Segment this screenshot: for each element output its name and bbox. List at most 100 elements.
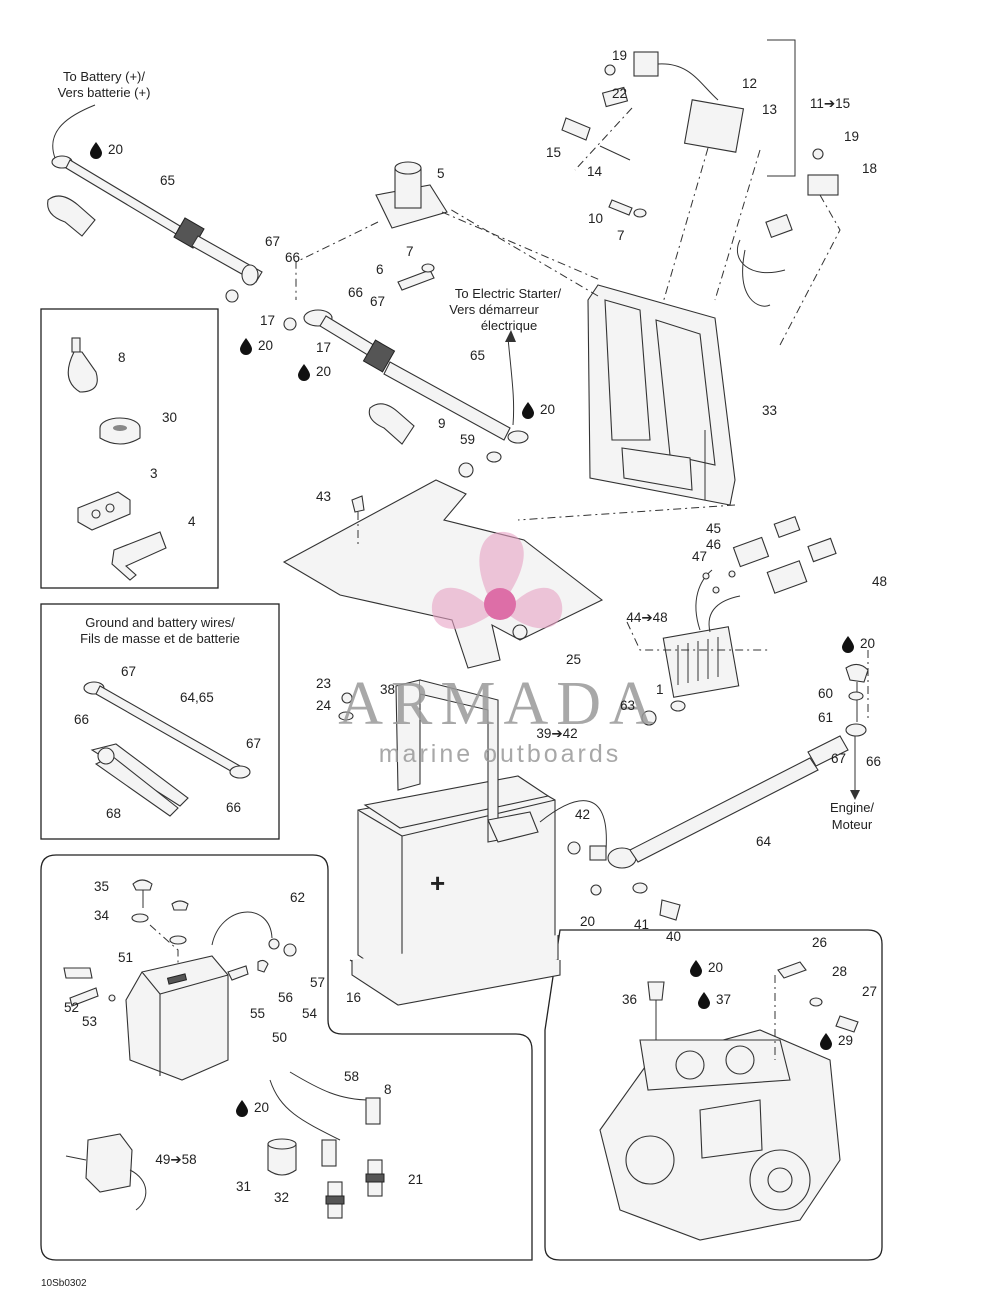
- ground-wires-box: [40, 603, 280, 840]
- callout-number: 67: [370, 294, 385, 309]
- callout-number: 56: [278, 990, 293, 1005]
- oil-drop-icon: [698, 992, 710, 1009]
- starter-arrow-icon: [505, 330, 516, 342]
- positive-cable-top: [51, 155, 263, 286]
- ground-strap: [83, 681, 251, 779]
- callout-number: 65: [470, 348, 485, 363]
- washer-1: [670, 700, 686, 712]
- callout-number: 10: [588, 211, 603, 226]
- engine-arrow-icon: [850, 790, 860, 800]
- nut-57: [283, 943, 297, 957]
- caption-engine-2: Moteur: [832, 817, 873, 832]
- range-39-42: 39➔42: [536, 726, 577, 741]
- nut-23: [341, 692, 353, 704]
- callout-number: 66: [285, 250, 300, 265]
- bolt-35: [132, 879, 153, 891]
- negative-cable: [607, 723, 867, 869]
- engine-inset-box: [544, 929, 883, 1261]
- callout-number: 26: [812, 935, 827, 950]
- callout-number: 25: [566, 652, 581, 667]
- washer-28: [809, 997, 823, 1007]
- callout-number: 20: [540, 402, 555, 417]
- callout-number: 66: [866, 754, 881, 769]
- spark-plug-cap-31: [267, 1143, 297, 1176]
- terminal-51: [63, 967, 93, 979]
- callout-number: 21: [408, 1172, 423, 1187]
- callout-number: 6: [376, 262, 384, 277]
- oil-drop-icon: [240, 338, 252, 355]
- ground-wire-small: [539, 800, 607, 851]
- caption-ground-1: Ground and battery wires/: [85, 615, 235, 630]
- starter-lead-line: [507, 337, 515, 426]
- callout-number: 66: [348, 285, 363, 300]
- callout-number: 8: [384, 1082, 392, 1097]
- callout-number: 20: [860, 636, 875, 651]
- lock-washer-56: [257, 959, 269, 973]
- callout-number: 57: [310, 975, 325, 990]
- spark-plugs: [325, 1159, 385, 1219]
- watermark: ARMADA marine outboards: [338, 531, 654, 768]
- callout-number: 30: [162, 410, 177, 425]
- callout-number: 61: [818, 710, 833, 725]
- callout-number: 65: [160, 173, 175, 188]
- caption-battery-2: Vers batterie (+): [58, 85, 151, 100]
- bracket-11-15: [767, 39, 796, 177]
- ground-lug: [589, 845, 607, 861]
- battery-lead-line: [52, 104, 96, 159]
- caption-starter-3: électrique: [481, 318, 537, 333]
- oil-drop-icon: [90, 142, 102, 159]
- callout-number: 67: [246, 736, 261, 751]
- bolt-40: [659, 899, 681, 921]
- callout-number: 63: [620, 698, 635, 713]
- callout-number: 27: [862, 984, 877, 999]
- callout-number: 20: [108, 142, 123, 157]
- callout-number: 59: [460, 432, 475, 447]
- callout-number: 67: [265, 234, 280, 249]
- callout-number: 40: [666, 929, 681, 944]
- high-tension-wires: [269, 1071, 381, 1167]
- range-11-15: 11➔15: [810, 96, 850, 111]
- clip-4: [111, 531, 167, 581]
- washer-41: [632, 882, 648, 894]
- plug-cap-right: [365, 1097, 381, 1125]
- callout-number: 22: [612, 86, 627, 101]
- plug-cap-left: [321, 1139, 337, 1167]
- washer-59: [486, 451, 502, 463]
- range-49-58: 49➔58: [155, 1152, 196, 1167]
- callout-number: 20: [258, 338, 273, 353]
- mounting-plate: [587, 284, 736, 506]
- oil-drop-icon: [842, 636, 854, 653]
- caption-starter-2: Vers démarreur: [449, 302, 539, 317]
- coil-ground-wire: [211, 911, 273, 946]
- callout-number: 17: [316, 340, 331, 355]
- connector-housings: [702, 515, 837, 594]
- crimp-tool: [90, 743, 189, 817]
- nut-42: [567, 841, 581, 855]
- nut-17-left: [225, 289, 239, 303]
- callout-number: 14: [587, 164, 603, 179]
- ignition-module: [561, 51, 745, 161]
- callout-number: 34: [94, 908, 110, 923]
- callout-number: 23: [316, 676, 331, 691]
- caption-engine-1: Engine/: [830, 800, 874, 815]
- oil-drop-icon: [298, 364, 310, 381]
- nut-17-right: [283, 317, 297, 331]
- ignition-coil: [125, 955, 229, 1081]
- screw-55: [227, 965, 249, 981]
- callout-number: 62: [290, 890, 305, 905]
- callout-numbers: 1922121315141071918576656766171766676520…: [64, 48, 887, 1205]
- callout-number: 48: [872, 574, 887, 589]
- clip-3: [77, 491, 131, 531]
- callout-number: 31: [236, 1179, 251, 1194]
- callout-number: 50: [272, 1030, 287, 1045]
- positive-cable-starter: [303, 309, 529, 444]
- callout-number: 36: [622, 992, 637, 1007]
- boot-center: [368, 403, 415, 445]
- caption-starter-1: To Electric Starter/: [455, 286, 562, 301]
- callout-number: 58: [344, 1069, 359, 1084]
- callout-number: 52: [64, 1000, 79, 1015]
- bolt-6: [397, 269, 435, 291]
- callout-number: 38: [380, 682, 395, 697]
- coil-assembly-small: [65, 1133, 147, 1211]
